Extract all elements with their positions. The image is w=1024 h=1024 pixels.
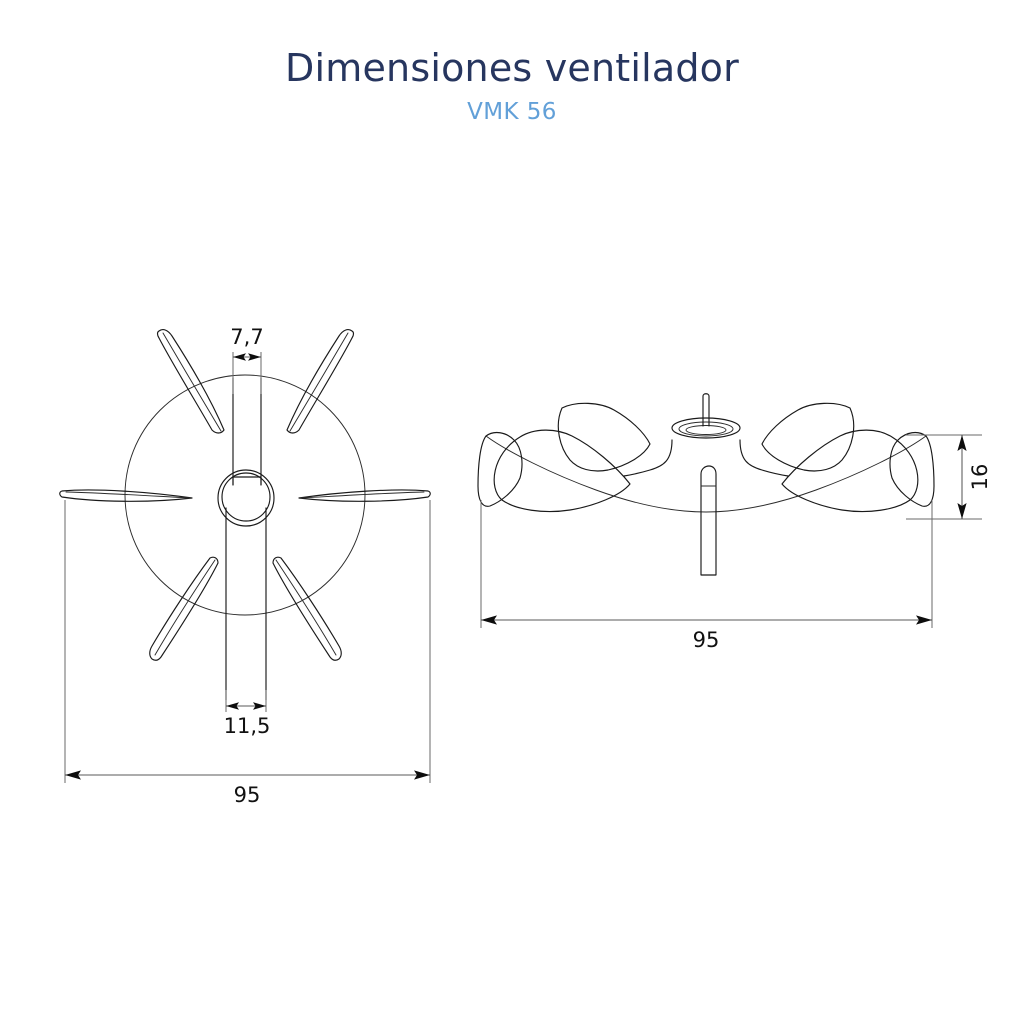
side-view-group xyxy=(477,393,935,576)
plan-hub-outer-circle xyxy=(217,469,275,527)
plan-view-group xyxy=(59,329,431,701)
side-blade-far-left xyxy=(477,431,523,507)
plan-blade-right xyxy=(298,489,431,502)
dimension-label-16: 16 xyxy=(968,464,992,491)
side-blade-far-right xyxy=(889,431,935,507)
dimension-side-16: 16 xyxy=(906,434,992,520)
dimension-label-11-5: 11,5 xyxy=(224,714,271,738)
plan-upper-band xyxy=(232,377,262,486)
dimension-plan-11-5: 11,5 xyxy=(224,690,271,738)
page-title: Dimensiones ventilador xyxy=(285,46,739,90)
side-blade-left-front xyxy=(493,429,631,513)
side-blade-left-rear xyxy=(557,402,651,472)
side-center-key xyxy=(700,465,717,576)
dimension-side-95: 95 xyxy=(480,500,933,652)
plan-blade-lower-left xyxy=(149,556,219,661)
side-hub-inner-ellipse xyxy=(685,425,727,435)
plan-hub-notch xyxy=(232,476,262,486)
side-disc-underside xyxy=(485,435,927,513)
side-hub-shoulder-left xyxy=(623,439,673,477)
plan-blade-left xyxy=(59,489,193,502)
plan-blade-upper-right xyxy=(286,329,355,434)
side-top-pin xyxy=(702,393,710,427)
page-subtitle: VMK 56 xyxy=(467,98,557,125)
plan-hub-inner-circle xyxy=(221,472,271,522)
side-blade-right-rear xyxy=(761,402,855,472)
drawing-header: Dimensiones ventilador VMK 56 xyxy=(0,0,1024,125)
plan-body-circle xyxy=(124,374,366,616)
side-hub-mid-ellipse xyxy=(678,421,734,437)
plan-blade-upper-left xyxy=(156,329,225,434)
side-hub-shoulder-right xyxy=(739,439,789,477)
dimension-plan-95: 95 xyxy=(64,500,431,807)
plan-blade-lower-right xyxy=(272,556,342,661)
dimension-plan-7-7: 7,7 xyxy=(230,325,264,394)
side-hub-outer-ellipse xyxy=(671,417,741,439)
dimension-label-side-95: 95 xyxy=(693,628,720,652)
dimension-label-plan-95: 95 xyxy=(234,783,261,807)
side-blade-right-front xyxy=(781,429,919,513)
dimension-label-7-7: 7,7 xyxy=(230,325,263,349)
plan-center-band xyxy=(225,507,267,701)
